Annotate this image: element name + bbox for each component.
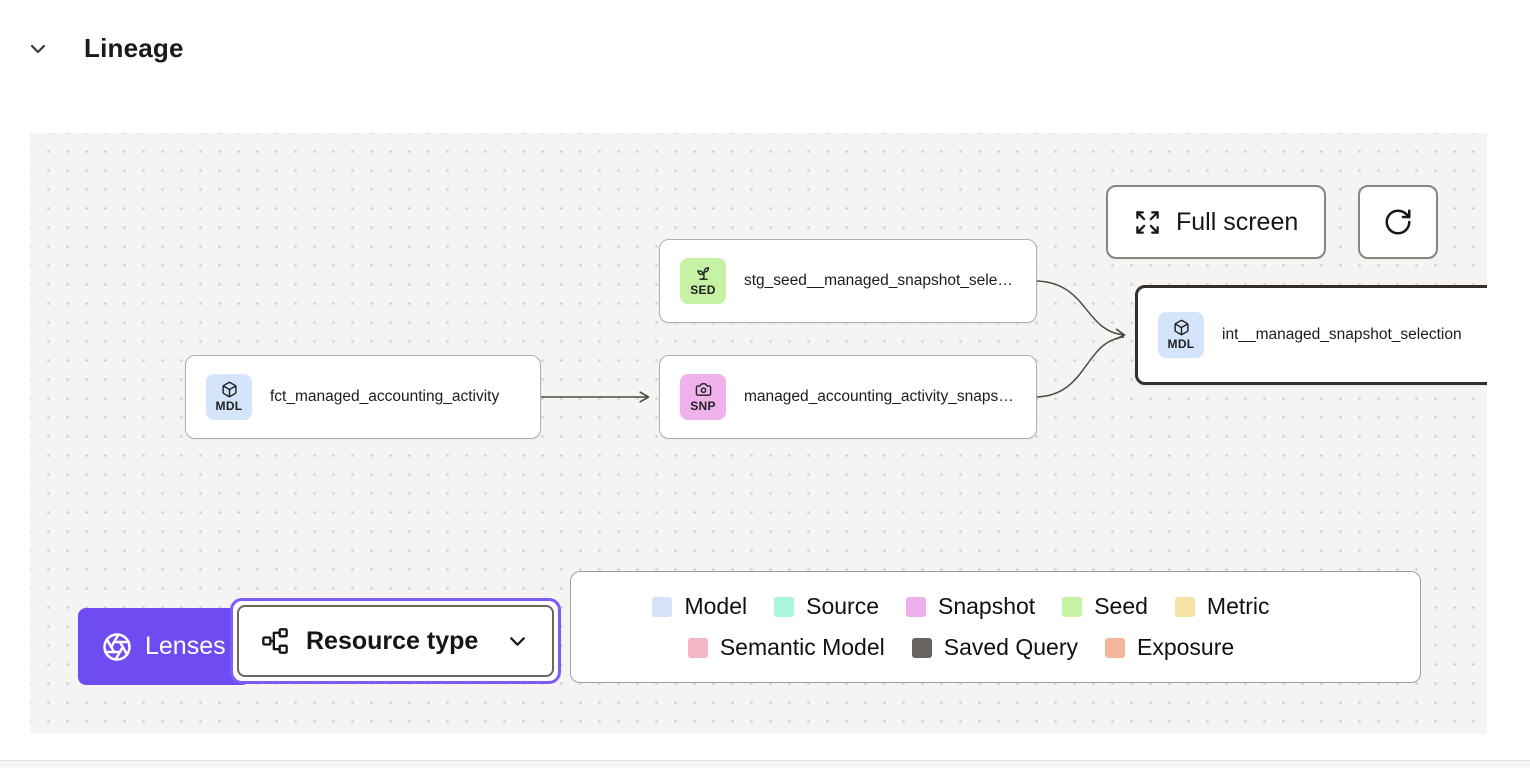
chevron-down-icon — [505, 629, 530, 654]
resource-type-legend: Model Source Snapshot Seed Metric Semant… — [570, 571, 1421, 683]
lineage-node-int-model-selected[interactable]: MDL int__managed_snapshot_selection — [1135, 285, 1487, 385]
snapshot-badge: SNP — [680, 374, 726, 420]
seed-swatch — [1062, 596, 1083, 617]
camera-icon — [695, 381, 712, 398]
semantic-model-swatch — [687, 637, 708, 658]
resource-type-dropdown-button: Resource type — [237, 605, 555, 677]
hierarchy-icon — [261, 627, 289, 655]
legend-item-seed: Seed — [1062, 593, 1148, 620]
legend-item-model: Model — [652, 593, 747, 620]
seed-badge: SED — [680, 258, 726, 304]
model-swatch — [652, 596, 673, 617]
aperture-icon — [102, 632, 132, 662]
badge-label: MDL — [215, 399, 243, 413]
node-label: stg_seed__managed_snapshot_selecti... — [744, 272, 1016, 289]
full-screen-button[interactable]: Full screen — [1106, 185, 1327, 259]
legend-item-snapshot: Snapshot — [905, 593, 1035, 620]
exposure-swatch — [1105, 637, 1125, 658]
section-divider — [0, 760, 1530, 768]
model-badge: MDL — [1158, 312, 1204, 358]
legend-rows: Model Source Snapshot Seed Metric Semant… — [621, 593, 1301, 661]
cube-icon — [221, 381, 238, 398]
node-label: managed_accounting_activity_snapshot — [744, 388, 1016, 405]
sprout-icon — [695, 265, 712, 282]
lineage-section-header: Lineage — [0, 0, 1530, 100]
node-label: int__managed_snapshot_selection — [1222, 326, 1462, 343]
badge-label: SED — [690, 283, 716, 297]
resource-type-label: Resource type — [306, 626, 479, 655]
node-label: fct_managed_accounting_activity — [270, 388, 500, 405]
metric-swatch — [1174, 596, 1195, 617]
legend-item-source: Source — [774, 593, 879, 620]
lenses-label: Lenses — [145, 632, 226, 660]
chevron-down-icon[interactable] — [26, 37, 50, 61]
legend-row-1: Model Source Snapshot Seed Metric — [652, 593, 1270, 620]
lineage-node-seed[interactable]: SED stg_seed__managed_snapshot_selecti..… — [659, 239, 1037, 323]
legend-item-metric: Metric — [1174, 593, 1270, 620]
full-screen-label: Full screen — [1176, 207, 1299, 236]
saved-query-swatch — [911, 637, 932, 658]
refresh-button[interactable] — [1358, 185, 1438, 259]
source-swatch — [774, 596, 795, 617]
lineage-canvas[interactable]: Full screen SED stg_seed__managed_snapsh… — [30, 133, 1487, 734]
model-badge: MDL — [206, 374, 252, 420]
legend-item-saved-query: Saved Query — [911, 634, 1078, 661]
legend-row-2: Semantic Model Saved Query Exposure — [687, 634, 1234, 661]
lineage-node-fct-model[interactable]: MDL fct_managed_accounting_activity — [185, 355, 541, 439]
legend-item-exposure: Exposure — [1105, 634, 1234, 661]
lenses-button[interactable]: Lenses — [78, 608, 250, 685]
expand-icon — [1134, 209, 1161, 236]
snapshot-swatch — [905, 596, 926, 617]
badge-label: MDL — [1167, 337, 1195, 351]
badge-label: SNP — [690, 399, 716, 413]
resource-type-dropdown[interactable]: Resource type — [230, 598, 562, 684]
page-title: Lineage — [84, 33, 184, 63]
cube-icon — [1173, 319, 1190, 336]
legend-item-semantic-model: Semantic Model — [687, 634, 885, 661]
refresh-icon — [1383, 207, 1413, 237]
lineage-node-snapshot[interactable]: SNP managed_accounting_activity_snapshot — [659, 355, 1037, 439]
